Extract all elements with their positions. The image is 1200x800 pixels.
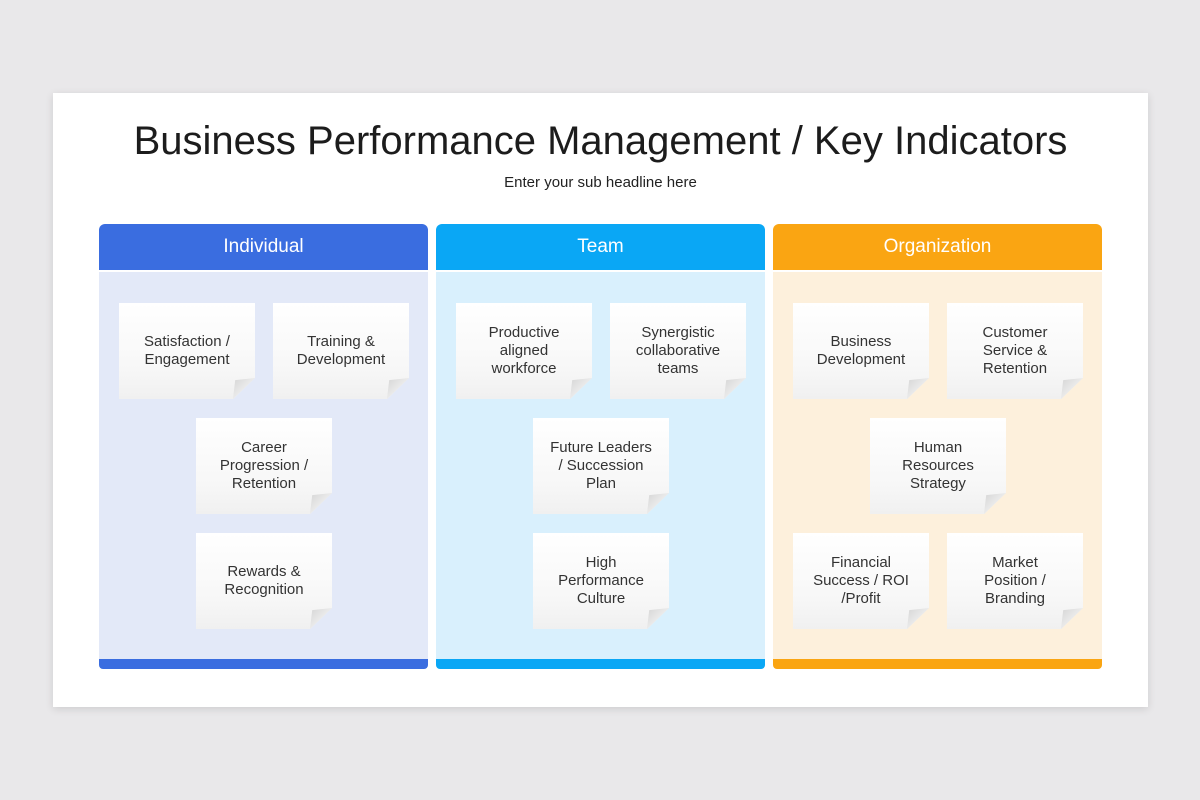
note-card: High Performance Culture <box>533 533 669 629</box>
note-label: Training & Development <box>296 333 386 368</box>
column-body: Productive aligned workforce Synergistic… <box>436 272 765 659</box>
page-curl-icon <box>984 493 1006 514</box>
slide: Business Performance Management / Key In… <box>53 93 1148 707</box>
note-card: Career Progression / Retention <box>196 418 332 514</box>
page-curl-icon <box>310 608 332 629</box>
page-curl-icon <box>724 378 746 399</box>
note-label: Market Position / Branding <box>984 554 1046 607</box>
note-card: Training & Development <box>273 303 409 399</box>
note-label: High Performance Culture <box>558 554 644 607</box>
page-title: Business Performance Management / Key In… <box>133 119 1068 163</box>
column-footer-bar <box>99 659 428 669</box>
note-label: Synergistic collaborative teams <box>635 324 721 377</box>
page-curl-icon <box>647 493 669 514</box>
column-organization: Organization Business Development Custom… <box>773 224 1102 669</box>
note-card: Rewards & Recognition <box>196 533 332 629</box>
page-curl-icon <box>310 493 332 514</box>
note-label: Business Development <box>816 333 906 368</box>
note-card: Business Development <box>793 303 929 399</box>
column-header: Team <box>436 224 765 270</box>
note-label: Customer Service & Retention <box>982 324 1048 377</box>
note-card: Human Resources Strategy <box>870 418 1006 514</box>
column-body: Satisfaction / Engagement Training & Dev… <box>99 272 428 659</box>
page-curl-icon <box>387 378 409 399</box>
column-header: Individual <box>99 224 428 270</box>
page-curl-icon <box>647 608 669 629</box>
note-label: Satisfaction / Engagement <box>144 333 230 368</box>
column-team: Team Productive aligned workforce Synerg… <box>436 224 765 669</box>
note-card: Satisfaction / Engagement <box>119 303 255 399</box>
note-label: Productive aligned workforce <box>488 324 560 377</box>
column-footer-bar <box>773 659 1102 669</box>
page-curl-icon <box>907 378 929 399</box>
page-curl-icon <box>907 608 929 629</box>
page-curl-icon <box>570 378 592 399</box>
note-label: Human Resources Strategy <box>902 439 974 492</box>
page-subtitle: Enter your sub headline here <box>504 174 697 191</box>
note-card: Productive aligned workforce <box>456 303 592 399</box>
note-card: Customer Service & Retention <box>947 303 1083 399</box>
column-footer-bar <box>436 659 765 669</box>
note-label: Financial Success / ROI /Profit <box>813 554 909 607</box>
note-label: Career Progression / Retention <box>219 439 309 492</box>
note-card: Market Position / Branding <box>947 533 1083 629</box>
note-card: Synergistic collaborative teams <box>610 303 746 399</box>
column-individual: Individual Satisfaction / Engagement Tra… <box>99 224 428 669</box>
column-header: Organization <box>773 224 1102 270</box>
note-label: Rewards & Recognition <box>224 563 304 598</box>
column-body: Business Development Customer Service & … <box>773 272 1102 659</box>
note-label: Future Leaders / Succession Plan <box>550 439 652 492</box>
note-card: Future Leaders / Succession Plan <box>533 418 669 514</box>
note-card: Financial Success / ROI /Profit <box>793 533 929 629</box>
